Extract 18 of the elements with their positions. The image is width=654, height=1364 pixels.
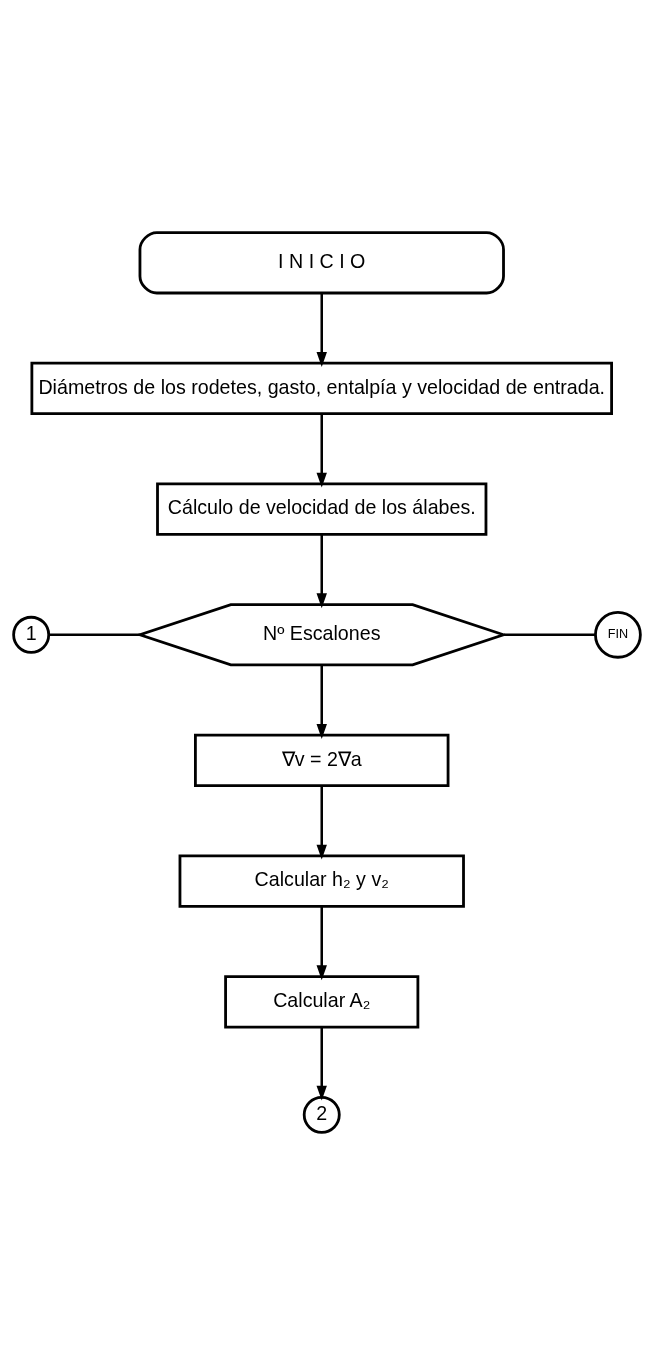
node-box: I N I C I O bbox=[138, 230, 505, 294]
node-box: Calcular h₂ y v₂ bbox=[178, 853, 465, 908]
node-box: Cálculo de velocidad de los álabes. bbox=[156, 481, 488, 536]
arrow bbox=[316, 906, 327, 980]
node-circle: 1 bbox=[12, 615, 51, 654]
node-box: Diámetros de los rodetes, gasto, entalpía y velocidad de entrada. bbox=[30, 361, 613, 415]
node-box: Calcular A₂ bbox=[224, 974, 420, 1028]
node-box: ∇v = 2∇a bbox=[194, 733, 450, 787]
arrow bbox=[316, 1026, 327, 1101]
arrow bbox=[316, 664, 327, 739]
arrow bbox=[316, 534, 327, 608]
arrow bbox=[316, 292, 327, 367]
node-circle: FIN bbox=[594, 610, 642, 659]
connector bbox=[48, 633, 140, 636]
arrow bbox=[316, 785, 327, 860]
arrow bbox=[316, 413, 327, 488]
connector bbox=[503, 633, 596, 636]
node-circle: 2 bbox=[302, 1095, 341, 1134]
